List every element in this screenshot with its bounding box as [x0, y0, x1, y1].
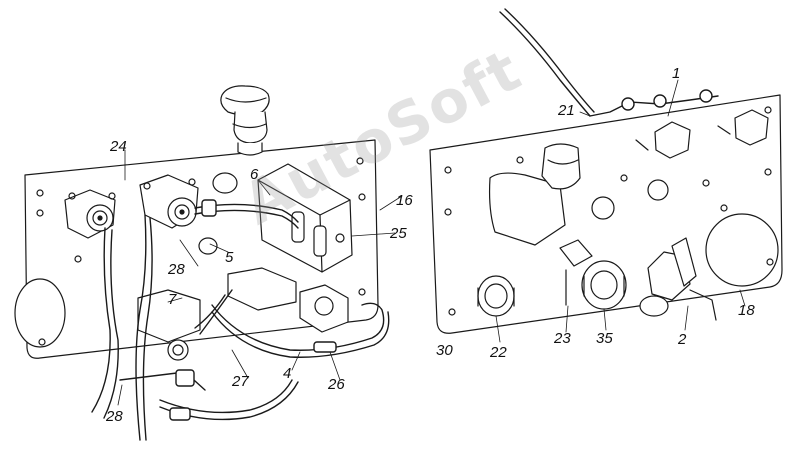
callout-23: 23 [554, 330, 571, 347]
callout-18: 18 [738, 302, 755, 319]
leader-lines [117, 79, 746, 406]
switch-left-a [64, 189, 116, 239]
pipes-left [91, 199, 390, 441]
callout-22: 22 [490, 344, 507, 361]
callout-24: 24 [110, 138, 127, 155]
connector-23 [559, 239, 593, 306]
switch-2 [639, 237, 717, 321]
callout-30: 30 [436, 342, 453, 359]
callout-2: 2 [678, 331, 687, 348]
callout-28-top: 28 [168, 261, 185, 278]
knob-22 [477, 275, 515, 317]
toggle-lever [488, 143, 581, 246]
callout-35: 35 [596, 330, 613, 347]
callout-7: 7 [168, 291, 177, 308]
callout-16: 16 [396, 192, 413, 209]
callout-1: 1 [672, 65, 681, 82]
callout-6: 6 [250, 166, 259, 183]
callout-27: 27 [232, 373, 249, 390]
lamp-sockets [635, 109, 769, 159]
lower-housing [137, 267, 349, 361]
callout-21: 21 [558, 102, 575, 119]
valve-block [257, 163, 353, 273]
knob-35 [581, 260, 627, 310]
switch-left-b [139, 174, 199, 229]
callout-5: 5 [225, 249, 234, 266]
callout-28-bottom: 28 [106, 408, 123, 425]
top-handle [220, 85, 270, 156]
callout-25: 25 [390, 225, 407, 242]
callout-26: 26 [328, 376, 345, 393]
cable-top [499, 8, 719, 117]
callout-4: 4 [283, 365, 292, 382]
